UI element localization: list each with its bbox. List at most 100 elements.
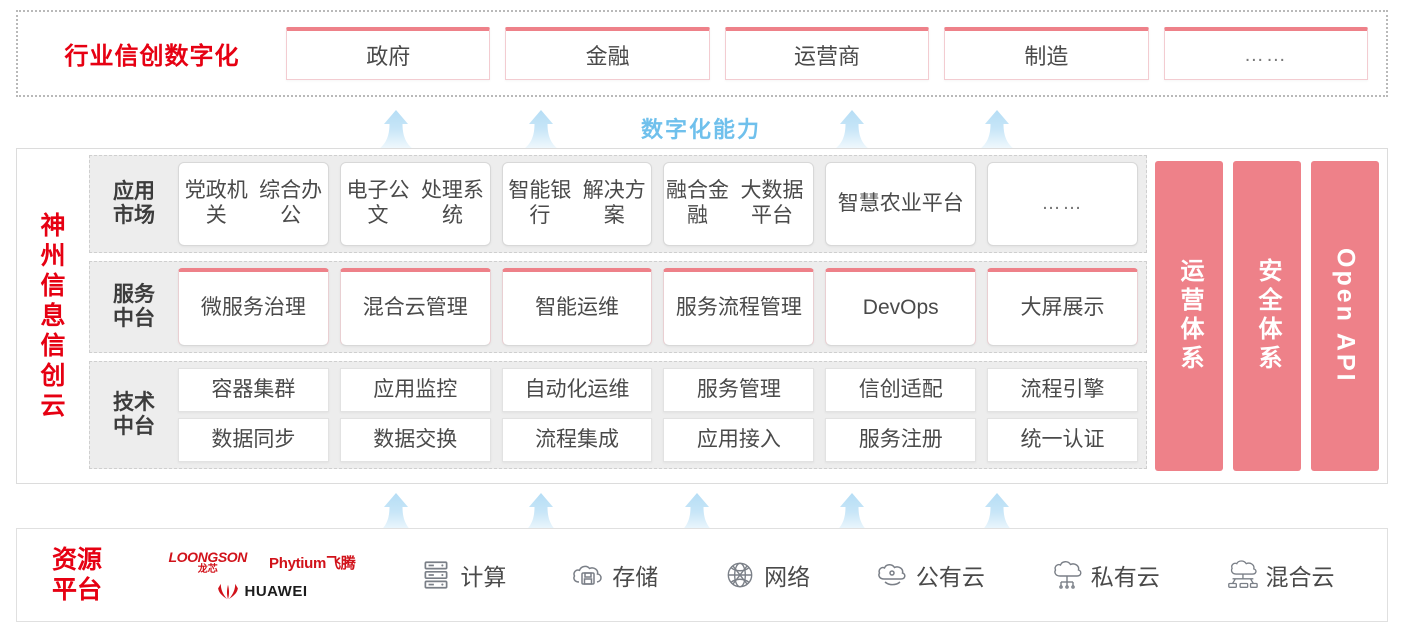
pillar-list: 运营体系 安全体系 Open API <box>1155 155 1379 477</box>
tier-cell[interactable]: 党政机关综合办公 <box>178 162 329 246</box>
industry-card-3[interactable]: 运营商 <box>724 27 930 80</box>
cloud-title-char-7: 云 <box>40 392 66 420</box>
tier-label-line: 服务 <box>113 282 155 306</box>
up-arrow-1 <box>374 493 418 535</box>
tier-cell-row: 数据同步数据交换流程集成应用接入服务注册统一认证 <box>178 418 1138 462</box>
hybrid-cloud-icon <box>1225 558 1259 592</box>
tier-cell-line: 智慧农业 <box>837 191 922 215</box>
tier-cell-line: 服务流程 <box>675 296 760 320</box>
resource-item-私有云[interactable]: 私有云 <box>1050 558 1160 592</box>
tier-cell-line: …… <box>1041 192 1084 214</box>
tier-cell[interactable]: 微服务治理 <box>178 268 329 346</box>
tier-cell[interactable]: 大屏展示 <box>987 268 1138 346</box>
tier-cell[interactable]: 流程集成 <box>501 418 653 462</box>
tier-label-line: 应用 <box>113 179 155 203</box>
resource-item-计算[interactable]: 计算 <box>419 558 506 592</box>
resource-item-label: 混合云 <box>1265 564 1335 590</box>
cloud-title-char-3: 信 <box>40 272 66 300</box>
tier-label-line: 市场 <box>113 204 155 227</box>
up-arrow-1 <box>374 110 418 152</box>
tier-cell[interactable]: 服务流程管理 <box>663 268 815 346</box>
loongson-logo-cn: 龙芯 <box>197 563 218 575</box>
resource-item-label: 网络 <box>764 564 811 590</box>
tier-label-application-market: 应用市场 <box>98 180 170 228</box>
tier-cell[interactable]: 服务管理 <box>663 368 815 412</box>
tier-cell[interactable]: 智能运维 <box>501 268 653 346</box>
tier-cell[interactable]: 信创适配 <box>825 368 977 412</box>
tier-cell-group: 容器集群应用监控自动化运维服务管理信创适配流程引擎数据同步数据交换流程集成应用接… <box>178 368 1138 462</box>
resource-title-line: 平台 <box>51 576 102 604</box>
tier-cell-line: 管理 <box>759 296 802 320</box>
pillar-label: Open API <box>1331 248 1360 384</box>
industry-card-1[interactable]: 政府 <box>286 27 491 80</box>
pillar-label: 安全体系 <box>1254 258 1281 374</box>
tier-cell[interactable]: 自动化运维 <box>501 368 653 412</box>
tier-cell[interactable]: 流程引擎 <box>987 368 1138 412</box>
resource-item-label: 存储 <box>612 564 659 590</box>
tier-cell-group: 党政机关综合办公电子公文处理系统智能银行解决方案融合金融大数据平台智慧农业平台 …… <box>178 162 1138 246</box>
tier-cell-line: 大数据平台 <box>740 179 804 227</box>
tier-cell[interactable]: 容器集群 <box>178 368 329 412</box>
tier-cell-line: 微服务 <box>200 296 264 320</box>
tier-cell[interactable]: 智慧农业平台 <box>825 162 977 246</box>
tier-label-service-platform: 服务中台 <box>98 283 170 331</box>
cloud-storage-icon <box>571 558 605 592</box>
up-arrow-5 <box>975 493 1019 535</box>
pillar-1[interactable]: 运营体系 <box>1155 161 1223 471</box>
tier-cell-line: DevOps <box>862 296 939 320</box>
resource-item-混合云[interactable]: 混合云 <box>1225 558 1335 592</box>
industry-band: 行业信创数字化 政府金融运营商制造…… <box>16 10 1388 97</box>
tier-cell-line: 智能银行 <box>508 179 572 227</box>
tier-label-line: 中台 <box>113 307 155 330</box>
tier-cell[interactable]: 融合金融大数据平台 <box>663 162 815 246</box>
tier-cell-line: 党政机关 <box>184 179 248 227</box>
resource-item-网络[interactable]: 网络 <box>723 558 810 592</box>
tier-cell[interactable]: DevOps <box>825 268 977 346</box>
up-arrow-3 <box>830 110 874 152</box>
up-arrow-3 <box>675 493 719 535</box>
cloud-panel-body: 应用市场党政机关综合办公电子公文处理系统智能银行解决方案融合金融大数据平台智慧农… <box>89 149 1387 483</box>
resource-item-label: 公有云 <box>915 564 985 590</box>
resource-title-line: 资源 <box>51 546 102 574</box>
network-globe-icon <box>723 558 757 592</box>
tier-cell[interactable]: 智能银行解决方案 <box>501 162 653 246</box>
resource-item-存储[interactable]: 存储 <box>571 558 658 592</box>
tier-cell-line: 解决方案 <box>582 179 646 227</box>
tier-cell-line: 治理 <box>263 296 306 320</box>
tier-cell[interactable]: 服务注册 <box>825 418 977 462</box>
up-arrow-4 <box>975 110 1019 152</box>
public-cloud-icon <box>875 558 909 592</box>
cloud-title-char-4: 息 <box>40 302 66 330</box>
tier-cell[interactable]: 统一认证 <box>987 418 1138 462</box>
tier-label-technology-platform: 技术中台 <box>98 391 170 439</box>
tier-cell[interactable]: 应用监控 <box>339 368 491 412</box>
phytium-logo: Phytium飞腾 <box>269 554 356 572</box>
tier-cell-row: 容器集群应用监控自动化运维服务管理信创适配流程引擎 <box>178 368 1138 412</box>
pillar-2[interactable]: 安全体系 <box>1233 161 1301 471</box>
pillar-3[interactable]: Open API <box>1311 161 1379 471</box>
industry-card-2[interactable]: 金融 <box>505 27 710 80</box>
resource-panel-title: 资源平台 <box>17 545 137 605</box>
tier-cell-line: 混合云 <box>362 296 426 320</box>
resource-item-list: 计算 存储 网络 公有云 私有云 混合云 <box>387 558 1387 592</box>
tier-cell[interactable]: …… <box>987 162 1138 246</box>
tier-cell[interactable]: 混合云管理 <box>339 268 491 346</box>
tier-cell[interactable]: 电子公文处理系统 <box>339 162 491 246</box>
industry-card-5[interactable]: …… <box>1163 27 1369 80</box>
up-arrow-4 <box>830 493 874 535</box>
industry-card-4[interactable]: 制造 <box>944 27 1149 80</box>
tier-cell[interactable]: 数据同步 <box>178 418 329 462</box>
huawei-logo-text: HUAWEI <box>244 583 308 600</box>
pillar-label: 运营体系 <box>1176 258 1203 374</box>
tier-label-line: 技术 <box>113 390 155 414</box>
tier-cell[interactable]: 数据交换 <box>339 418 491 462</box>
tier-technology-platform: 技术中台容器集群应用监控自动化运维服务管理信创适配流程引擎数据同步数据交换流程集… <box>89 361 1147 469</box>
resource-item-公有云[interactable]: 公有云 <box>875 558 985 592</box>
capability-label: 数字化能力 <box>640 117 761 142</box>
tier-cell[interactable]: 应用接入 <box>663 418 815 462</box>
